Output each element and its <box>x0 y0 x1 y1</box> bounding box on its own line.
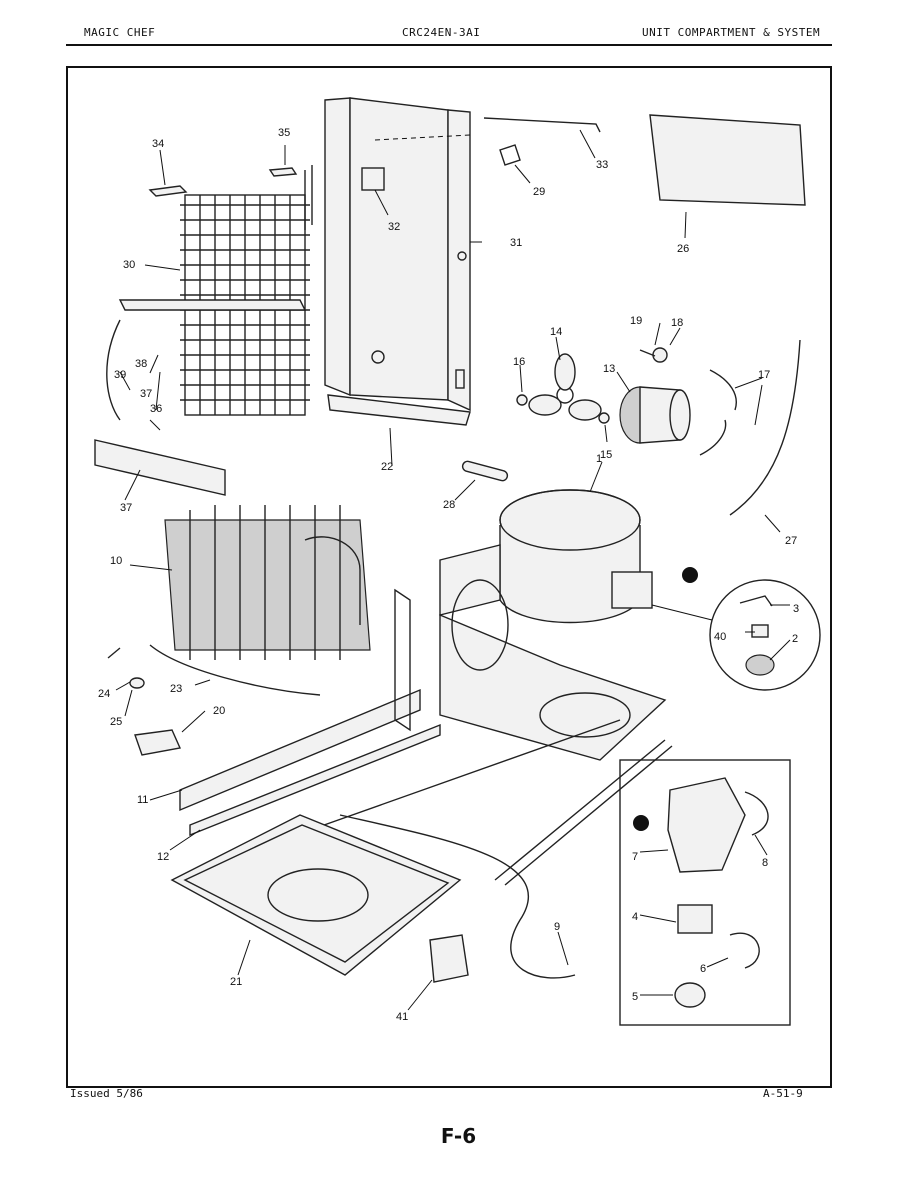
part-3-clip <box>739 595 773 607</box>
section-title: UNIT COMPARTMENT & SYSTEM <box>642 26 821 39</box>
callout-4: 4 <box>632 911 638 923</box>
callout-37-upper: 37 <box>140 388 152 400</box>
callout-13: 13 <box>603 363 615 375</box>
part-19-screw <box>639 349 656 357</box>
detail-circle-grommets <box>709 579 821 691</box>
part-35-clip <box>268 167 298 177</box>
part-1-compressor <box>499 489 641 624</box>
part-17-bracket <box>709 369 737 411</box>
part-11-rail <box>179 688 421 812</box>
detail-marker-2 <box>633 815 649 831</box>
callout-38: 38 <box>135 358 147 370</box>
part-9-cord <box>339 814 576 979</box>
part-12-rail <box>189 723 441 837</box>
callout-11: 11 <box>137 794 148 806</box>
callout-33: 33 <box>596 159 608 171</box>
callout-19: 19 <box>630 315 642 327</box>
callout-27: 27 <box>785 535 797 547</box>
header-rule <box>66 44 832 46</box>
callout-14: 14 <box>550 326 562 338</box>
part-36-bracket <box>118 299 307 311</box>
part-30-condenser <box>180 165 313 416</box>
part-26-cover <box>649 114 806 206</box>
part-28-drier <box>461 460 509 482</box>
part-31-panel <box>324 97 471 412</box>
callout-2: 2 <box>792 633 798 645</box>
callout-10: 10 <box>110 555 122 567</box>
callout-28: 28 <box>443 499 455 511</box>
diagram-frame <box>66 66 832 1088</box>
part-21-drain-pan <box>170 814 462 976</box>
part-6-bracket <box>729 932 760 969</box>
part-2-grommet <box>745 654 775 676</box>
callout-18: 18 <box>671 317 683 329</box>
part-14-fan-blade <box>528 353 602 421</box>
callout-24: 24 <box>98 688 110 700</box>
part-18-grommet <box>652 347 668 363</box>
part-8-clip <box>744 791 769 836</box>
detail-box-relay <box>619 759 791 1026</box>
callout-25: 25 <box>110 716 122 728</box>
part-25-grommet <box>129 677 145 689</box>
part-40-sleeve <box>751 624 769 638</box>
part-10-evaporator <box>164 505 371 660</box>
callout-16: 16 <box>513 356 525 368</box>
callout-3: 3 <box>793 603 799 615</box>
callout-22: 22 <box>381 461 393 473</box>
callout-7: 7 <box>632 851 638 863</box>
part-33-tube <box>483 117 601 133</box>
callout-17: 17 <box>758 369 770 381</box>
part-13-fan-motor <box>619 386 691 444</box>
callout-40: 40 <box>714 631 726 643</box>
callout-41: 41 <box>396 1011 408 1023</box>
callout-leaders <box>115 129 791 1011</box>
callout-26: 26 <box>677 243 689 255</box>
part-24-clip <box>107 647 121 659</box>
compressor-terminal-box <box>611 571 653 609</box>
callout-9: 9 <box>554 921 560 933</box>
part-15-washer <box>598 412 610 424</box>
callout-23: 23 <box>170 683 182 695</box>
part-4-relay <box>677 904 713 934</box>
part-5-overload <box>674 982 706 1008</box>
part-23-tube <box>149 644 321 696</box>
callout-20: 20 <box>213 705 225 717</box>
part-22-tray <box>327 394 471 426</box>
callout-36: 36 <box>150 403 162 415</box>
issued-date: Issued 5/86 <box>70 1087 143 1100</box>
part-20-timer <box>134 729 182 756</box>
page-number: F-6 <box>440 1124 477 1148</box>
part-27-tube <box>729 339 801 516</box>
callout-15: 15 <box>600 449 612 461</box>
part-16-nut <box>516 394 528 406</box>
part-37-bracket <box>94 439 226 496</box>
part-29-sensor <box>499 144 521 166</box>
detail-marker-1 <box>682 567 698 583</box>
document-code: A-51-9 <box>763 1087 803 1100</box>
part-39-wire <box>106 319 121 421</box>
callout-5: 5 <box>632 991 638 1003</box>
part-41-capacitor <box>429 934 469 983</box>
callout-6: 6 <box>700 963 706 975</box>
part-7-cover <box>667 777 746 873</box>
callout-29: 29 <box>533 186 545 198</box>
callout-31: 31 <box>510 237 522 249</box>
callout-39: 39 <box>114 369 126 381</box>
callout-30: 30 <box>123 259 135 271</box>
part-32-label <box>361 167 385 191</box>
callout-12: 12 <box>157 851 169 863</box>
callout-35: 35 <box>278 127 290 139</box>
callout-8: 8 <box>762 857 768 869</box>
callout-34: 34 <box>152 138 164 150</box>
callout-21: 21 <box>230 976 242 988</box>
part-34-bracket <box>148 185 188 197</box>
model-label: CRC24EN-3AI <box>402 26 481 39</box>
callout-37-lower: 37 <box>120 502 132 514</box>
callout-32: 32 <box>388 221 400 233</box>
callout-1: 1 <box>596 453 602 465</box>
brand-label: MAGIC CHEF <box>84 26 156 39</box>
